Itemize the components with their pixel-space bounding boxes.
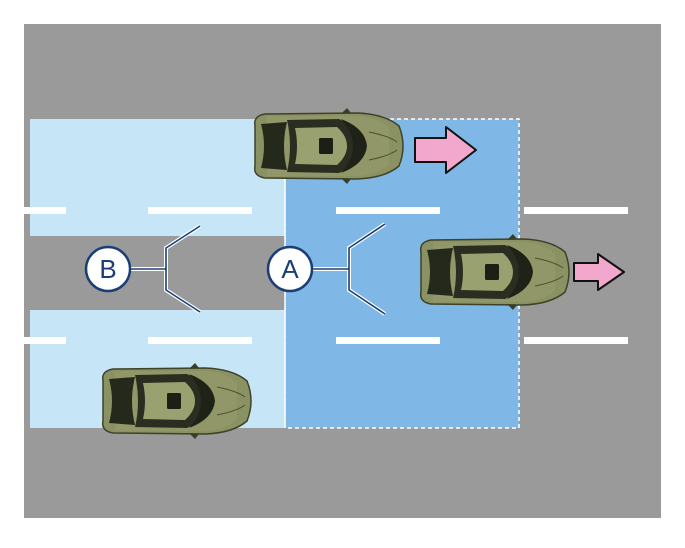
zone-b-badge: B (84, 245, 132, 293)
car-front-left (253, 107, 404, 185)
zone-b-label: B (99, 254, 116, 284)
zone-a-badge: A (266, 245, 314, 293)
motion-arrow-icon (573, 253, 625, 291)
car-rear (101, 362, 252, 440)
motion-arrow-icon (414, 126, 477, 174)
lane-markings (24, 207, 628, 344)
car-ahead (419, 233, 570, 311)
zone-a-label: A (281, 254, 299, 284)
